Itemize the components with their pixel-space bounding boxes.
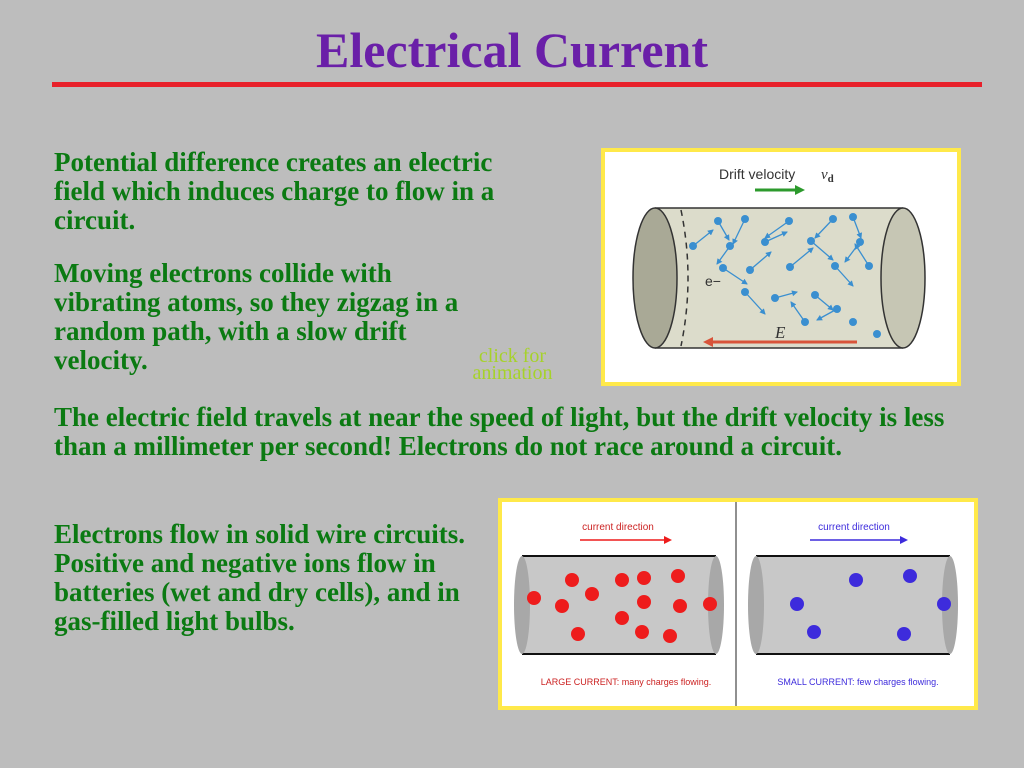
small-current-charges — [790, 569, 951, 641]
electron-path-arrow — [692, 229, 714, 247]
paragraph-drift-velocity: Moving electrons collide with vibrating … — [54, 258, 459, 375]
electron-paths — [689, 213, 881, 338]
electron-dot — [865, 262, 873, 270]
electron-path-arrow — [732, 218, 746, 245]
large-current-charge — [565, 573, 579, 587]
large-current-charge — [615, 611, 629, 625]
large-current-charges — [527, 569, 717, 643]
small-current-charge — [849, 573, 863, 587]
paragraph-electric-field: Potential difference creates an electric… — [54, 147, 495, 235]
large-current-charge — [635, 625, 649, 639]
electron-dot — [741, 288, 749, 296]
right-caption: SMALL CURRENT: few charges flowing. — [777, 677, 938, 687]
right-current-direction-label: current direction — [818, 522, 890, 533]
wire-cylinder-body — [655, 208, 903, 348]
electron-dot — [726, 242, 734, 250]
electron-label: e− — [705, 273, 721, 289]
cylinder-hidden-edge — [680, 209, 689, 347]
electron-path-arrow — [722, 267, 748, 285]
right-current-arrowhead-icon — [900, 536, 908, 544]
small-current-charge — [897, 627, 911, 641]
electron-dot — [829, 215, 837, 223]
large-current-charge — [671, 569, 685, 583]
electron-dot — [849, 318, 857, 326]
electron-dot — [761, 238, 769, 246]
small-current-charge — [937, 597, 951, 611]
electron-path-arrow — [789, 247, 814, 268]
drift-velocity-figure[interactable]: Drift velocity vd e− E — [601, 148, 961, 386]
title-divider — [52, 82, 982, 87]
electron-dot — [833, 305, 841, 313]
current-comparison-figure[interactable]: current direction LARGE CURRENT: many ch… — [498, 498, 978, 710]
electron-dot — [746, 266, 754, 274]
large-current-charge — [571, 627, 585, 641]
electron-path-arrow — [854, 243, 870, 267]
right-wire-body — [756, 556, 950, 654]
large-current-charge — [637, 595, 651, 609]
paragraph-charge-carriers: Electrons flow in solid wire circuits. P… — [54, 519, 465, 636]
slide-title: Electrical Current — [316, 22, 708, 78]
electron-path-arrow — [764, 231, 788, 243]
large-current-charge — [703, 597, 717, 611]
electron-path-arrow — [764, 220, 790, 239]
electron-dot — [785, 217, 793, 225]
field-label: E — [774, 323, 786, 342]
electron-dot — [801, 318, 809, 326]
electron-dot — [807, 237, 815, 245]
electron-path-arrow — [790, 301, 806, 323]
electron-dot — [689, 242, 697, 250]
large-current-charge — [527, 591, 541, 605]
electron-dot — [873, 330, 881, 338]
small-current-charge — [903, 569, 917, 583]
electron-dot — [856, 238, 864, 246]
electron-dot — [719, 264, 727, 272]
cylinder-left-end — [632, 207, 678, 349]
drift-velocity-arrowhead-icon — [795, 185, 805, 195]
electron-path-arrow — [814, 218, 834, 239]
field-arrowhead-icon — [703, 337, 713, 347]
electron-dot — [771, 294, 779, 302]
left-caption: LARGE CURRENT: many charges flowing. — [541, 677, 712, 687]
animation-link[interactable]: click for animation — [455, 345, 570, 384]
electron-path-arrow — [749, 251, 772, 271]
electron-dot — [714, 217, 722, 225]
electron-path-arrow — [810, 240, 834, 261]
drift-velocity-label: Drift velocity — [719, 166, 795, 182]
drift-velocity-symbol: vd — [821, 167, 834, 185]
large-current-charge — [615, 573, 629, 587]
left-wire-left-end — [514, 556, 530, 654]
large-current-charge — [673, 599, 687, 613]
drift-velocity-diagram: Drift velocity vd e− E — [632, 166, 926, 349]
electron-dot — [849, 213, 857, 221]
current-comparison-diagram: current direction LARGE CURRENT: many ch… — [514, 502, 958, 706]
paragraph-speed-of-light: The electric field travels at near the s… — [54, 402, 945, 461]
large-current-charge — [637, 571, 651, 585]
electron-path-arrow — [834, 265, 854, 287]
electron-dot — [786, 263, 794, 271]
cylinder-right-end — [880, 207, 926, 349]
left-current-direction-label: current direction — [582, 522, 654, 533]
large-current-charge — [663, 629, 677, 643]
small-current-charge — [807, 625, 821, 639]
right-wire-left-end — [748, 556, 764, 654]
small-current-charge — [790, 597, 804, 611]
large-current-charge — [585, 587, 599, 601]
left-current-arrowhead-icon — [664, 536, 672, 544]
electron-path-arrow — [744, 291, 766, 315]
animation-link-line1: click for — [478, 345, 547, 367]
animation-link-line2: animation — [472, 362, 553, 384]
electron-dot — [831, 262, 839, 270]
electron-dot — [741, 215, 749, 223]
large-current-charge — [555, 599, 569, 613]
electron-dot — [811, 291, 819, 299]
